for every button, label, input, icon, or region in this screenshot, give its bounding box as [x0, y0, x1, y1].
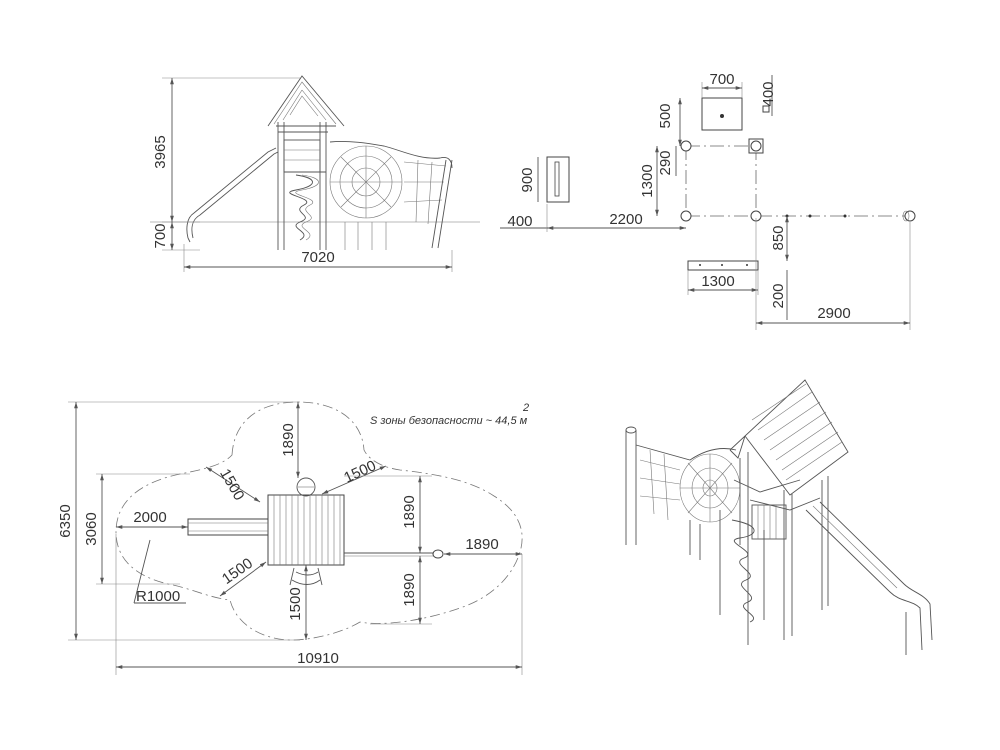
- left-footing: [546, 156, 570, 203]
- iso-slide: [805, 501, 933, 655]
- iso-left-post: [625, 430, 637, 545]
- zone-inner-height: 3060: [83, 512, 100, 545]
- front-spider-web: [329, 141, 453, 225]
- zone-total-height: 6350: [57, 504, 74, 537]
- plan-width-top: 700: [709, 71, 734, 88]
- plan-spacing-v: 290: [657, 150, 674, 175]
- zone-diag-upper-left: 1500: [216, 466, 247, 503]
- zone-spiral: [289, 567, 323, 586]
- front-slide: [186, 147, 279, 243]
- plan-dist-left: 400: [507, 213, 532, 230]
- isometric-view: [625, 379, 933, 655]
- front-height-below: 700: [152, 223, 169, 248]
- safety-zone-plan: S зоны безопасности ~ 44,5 м 2: [57, 401, 529, 675]
- zone-wheel: [296, 477, 316, 497]
- zone-right-end: 1890: [465, 536, 498, 553]
- safety-zone-outline: [115, 401, 523, 641]
- plan-height-v: 1300: [639, 164, 656, 197]
- safety-area-label: S зоны безопасности ~ 44,5 м: [370, 415, 528, 427]
- zone-right-lower: 1890: [401, 573, 418, 606]
- front-spiral-ladder: [289, 174, 319, 241]
- plan-dist-mid: 2200: [609, 211, 642, 228]
- zone-bottom-dim: 1500: [287, 587, 304, 620]
- iso-spider-web: [639, 449, 741, 523]
- zone-total-length: 10910: [297, 650, 339, 667]
- foundation-plan: 700 400 500 290 1300 900 400 2200 850 13…: [500, 71, 916, 330]
- bottom-footing: [687, 260, 759, 271]
- safety-area-sup: 2: [522, 402, 529, 414]
- plan-depth-top: 400: [760, 81, 777, 106]
- front-height-total: 3965: [152, 135, 169, 168]
- plan-offset-bottom: 200: [770, 283, 787, 308]
- plan-pad-height: 900: [519, 167, 536, 192]
- front-view: 3965 700 7020: [150, 75, 480, 272]
- plan-dist-right: 2900: [817, 305, 850, 322]
- iso-roof: [729, 379, 849, 496]
- zone-right-upper: 1890: [401, 495, 418, 528]
- zone-diag-upper-right: 1500: [341, 457, 378, 487]
- zone-slide: [187, 518, 269, 536]
- plan-offset-top: 500: [657, 103, 674, 128]
- front-roof: [267, 75, 345, 133]
- plan-width-bottom: 1300: [701, 273, 734, 290]
- zone-platform: [267, 494, 345, 566]
- plan-dist-down: 850: [770, 225, 787, 250]
- front-length: 7020: [301, 249, 334, 266]
- zone-top-dim: 1890: [280, 423, 297, 456]
- zone-slide-run: 2000: [133, 509, 166, 526]
- zone-radius: R1000: [136, 588, 180, 605]
- iso-spiral-ladder: [719, 510, 765, 645]
